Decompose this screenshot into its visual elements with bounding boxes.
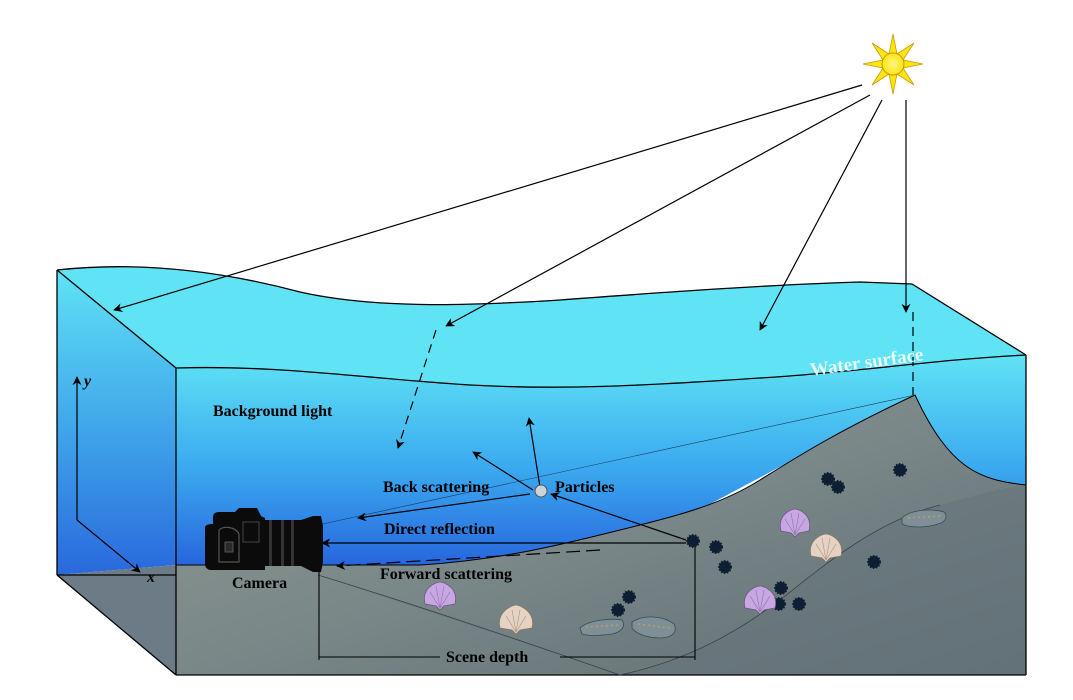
refracted-ray-1 xyxy=(396,329,437,449)
arrow-urchin-to-particle xyxy=(550,492,687,541)
camera-icon xyxy=(205,508,323,572)
scallop-shell-icon xyxy=(809,533,843,563)
axis-x-label: x xyxy=(146,569,155,586)
sun-ray-2 xyxy=(445,94,871,327)
scene-depth-label: Scene depth xyxy=(446,649,528,666)
arrow-particle-left xyxy=(472,451,534,491)
sea-urchin-icon xyxy=(686,534,700,548)
sea-urchin-icon xyxy=(622,590,636,604)
scene-depth-bracket xyxy=(318,545,696,660)
back-scattering-label: Back scattering xyxy=(383,479,489,496)
direct-reflection-label: Direct reflection xyxy=(384,521,495,538)
sea-cucumber-icon xyxy=(631,616,676,639)
sea-cucumber-icon xyxy=(579,618,624,636)
scallops xyxy=(423,508,843,635)
arrow-particle-up xyxy=(525,417,541,488)
scallop-shell-icon xyxy=(743,585,777,615)
scallop-shell-icon xyxy=(498,604,534,635)
sea-urchin-icon xyxy=(611,603,625,617)
coordinate-axes xyxy=(72,376,141,573)
scallop-shell-icon xyxy=(779,508,811,538)
arrow-forward-scattering xyxy=(336,549,601,570)
sea-urchin-icon xyxy=(831,480,845,494)
sea-urchin-icon xyxy=(792,597,806,611)
forward-scattering-label: Forward scattering xyxy=(380,566,512,583)
view-ray-line xyxy=(317,394,916,526)
water-surface-top xyxy=(57,266,1026,388)
scallop-shell-icon xyxy=(423,581,457,611)
box-outline xyxy=(56,266,1027,676)
water-left-face xyxy=(57,270,176,575)
arrow-particle-to-camera xyxy=(357,493,531,522)
sea-urchin-icon xyxy=(709,540,723,554)
sun-ray-3 xyxy=(759,99,883,331)
sea-cucumbers xyxy=(579,509,947,639)
sea-urchin-icon xyxy=(821,472,835,486)
water-front-face xyxy=(176,355,1026,565)
background-light-label: Background light xyxy=(213,403,333,420)
axis-y-label: y xyxy=(82,373,92,390)
particles-label: Particles xyxy=(555,479,615,496)
particle-icon xyxy=(534,484,548,498)
sea-urchin-icon xyxy=(893,463,907,477)
sun-ray-1 xyxy=(113,84,863,312)
sea-urchin-icon xyxy=(718,560,732,574)
sea-urchins xyxy=(611,463,907,617)
scattering-arrows xyxy=(321,417,687,570)
sea-urchin-icon xyxy=(774,581,788,595)
sun-icon xyxy=(862,33,924,95)
sea-cucumber-icon xyxy=(901,509,947,528)
sun-rays xyxy=(113,84,914,449)
sea-urchin-icon xyxy=(867,555,881,569)
camera-label: Camera xyxy=(232,575,287,592)
